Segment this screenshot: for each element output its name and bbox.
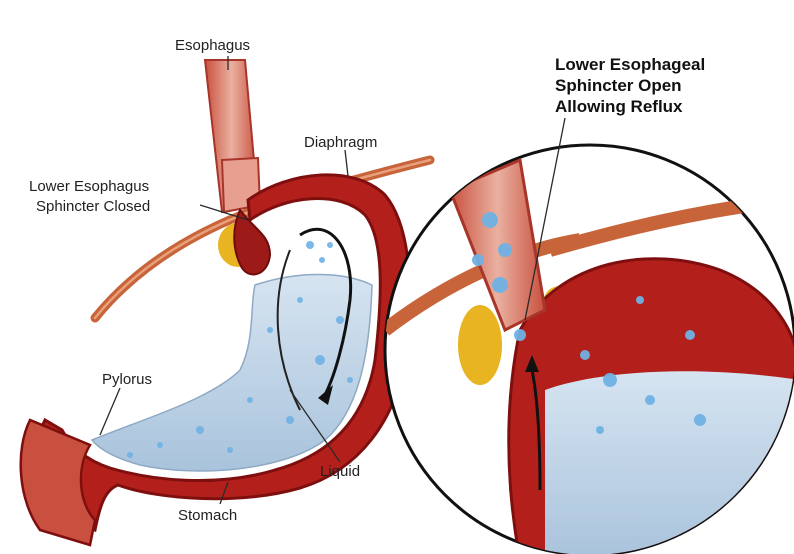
label-diaphragm: Diaphragm [304,134,377,151]
leader-pylorus [100,388,120,435]
stomach-illustration [21,60,430,545]
label-stomach: Stomach [178,507,237,524]
label-les-closed-1: Lower Esophagus [29,178,149,195]
label-les-open-3: Allowing Reflux [555,97,683,116]
label-les-closed-2: Sphincter Closed [36,198,150,215]
label-esophagus: Esophagus [175,37,250,54]
label-les-open-1: Lower Esophageal [555,55,705,74]
leader-diaphragm [345,150,348,176]
label-les-open-2: Sphincter Open [555,76,682,95]
label-liquid: Liquid [320,463,360,480]
magnified-view [385,145,794,554]
label-pylorus: Pylorus [102,371,152,388]
